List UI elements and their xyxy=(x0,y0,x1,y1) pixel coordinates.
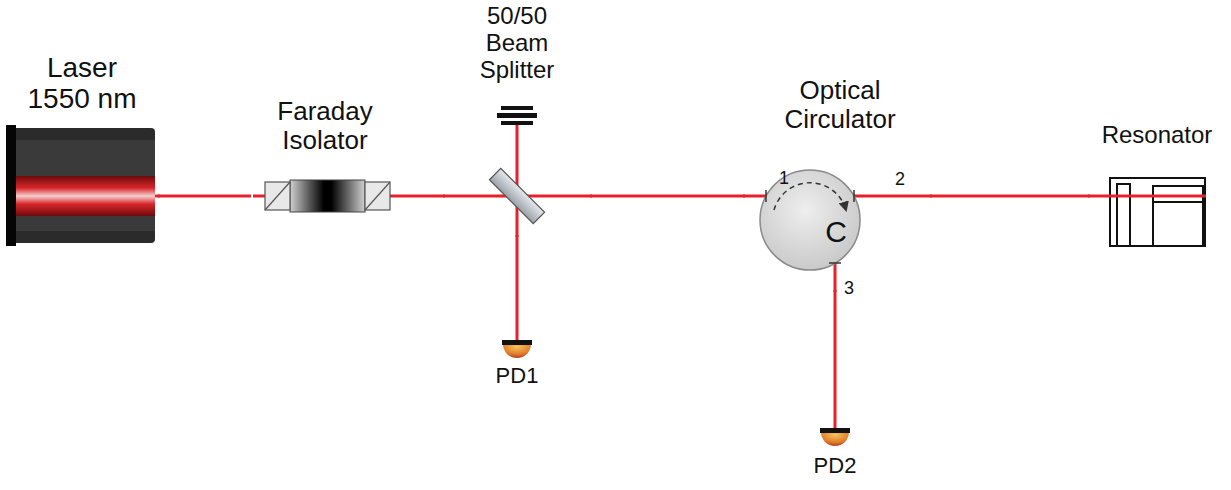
part-label: Optical Circulator xyxy=(755,76,925,134)
part-label: PD1 xyxy=(496,364,539,389)
laser-body xyxy=(6,125,155,246)
laser-beam xyxy=(158,195,251,198)
laser-beam xyxy=(590,195,745,198)
beam-segments xyxy=(150,124,932,292)
photodiode-symbol xyxy=(820,428,850,446)
beam-splitter: 50/50 Beam Splitter xyxy=(445,0,590,235)
part-label: PD2 xyxy=(814,454,857,479)
photodetector: PD2 xyxy=(803,428,868,482)
port-number: 2 xyxy=(895,170,905,190)
part-label: 50/50 Beam Splitter xyxy=(462,3,572,84)
laser-beam xyxy=(516,235,519,340)
circulator-symbol xyxy=(760,170,860,270)
port-number: 1 xyxy=(779,169,789,189)
beam-dump xyxy=(497,106,537,125)
laser-beam xyxy=(834,290,837,428)
part-label: Resonator xyxy=(1102,122,1213,149)
laser-beam xyxy=(402,195,445,198)
beam-splitter-plate xyxy=(489,168,544,223)
resonator: Resonator xyxy=(1090,118,1222,248)
beam-segment xyxy=(1088,195,1206,198)
photodiode-symbol xyxy=(502,340,532,358)
laser-beam xyxy=(930,195,1090,198)
symbol-letter: C xyxy=(825,215,847,249)
resonator-symbol xyxy=(1110,178,1205,246)
part-label: Faraday Isolator xyxy=(255,97,395,155)
photodetector: PD1 xyxy=(485,340,550,392)
faraday-isolator: Faraday Isolator xyxy=(251,95,402,215)
isolator-symbol xyxy=(265,180,390,212)
part-label: Laser 1550 nm xyxy=(17,52,147,115)
port-number: 3 xyxy=(844,279,854,299)
laser-source: Laser 1550 nm xyxy=(8,50,158,243)
